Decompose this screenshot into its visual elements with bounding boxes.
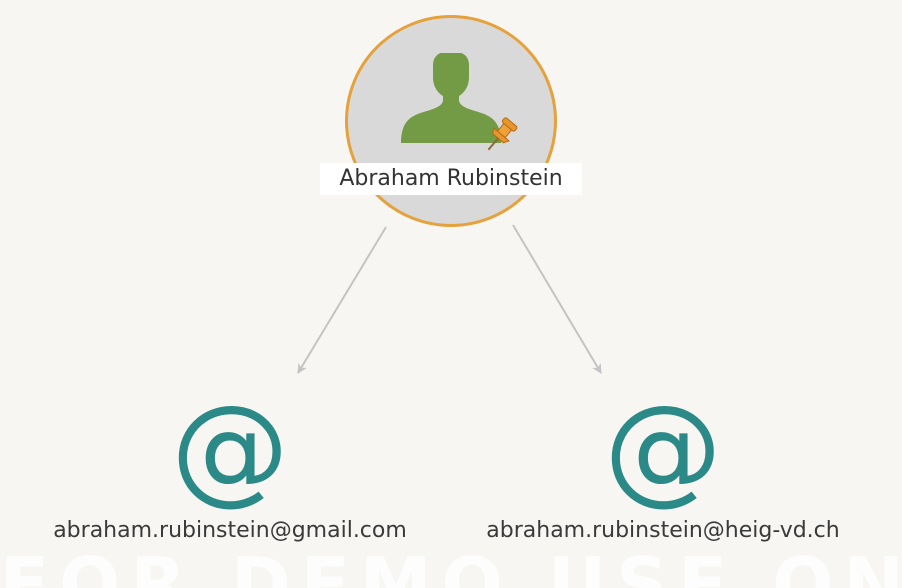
email-node[interactable]: @ abraham.rubinstein@gmail.com — [20, 379, 440, 543]
at-icon: @ — [171, 379, 289, 517]
email-label: abraham.rubinstein@heig-vd.ch — [486, 518, 840, 543]
person-icon — [401, 53, 501, 143]
at-icon: @ — [604, 379, 722, 517]
pin-icon — [487, 117, 518, 151]
edge-person-to-email-2 — [512, 224, 602, 374]
watermark: FOR DEMO USE ONLY — [0, 548, 902, 588]
email-node[interactable]: @ abraham.rubinstein@heig-vd.ch — [453, 379, 873, 543]
email-label: abraham.rubinstein@gmail.com — [53, 518, 407, 543]
person-node[interactable] — [345, 15, 557, 227]
edge-person-to-email-1 — [297, 226, 387, 374]
person-label: Abraham Rubinstein — [320, 163, 582, 195]
